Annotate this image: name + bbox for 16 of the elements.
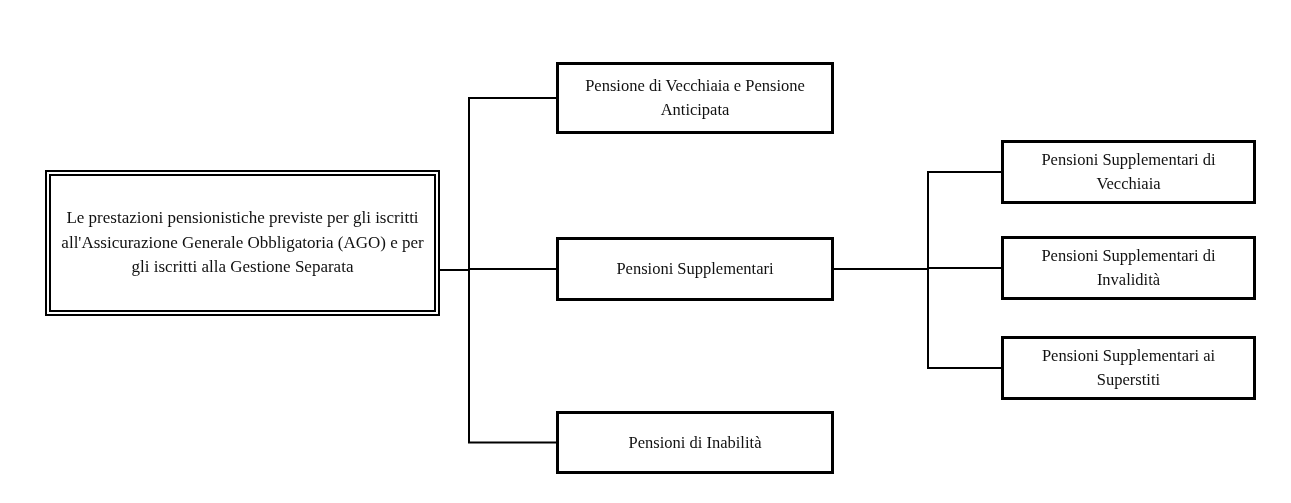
box-text: Pensioni Supplementari bbox=[616, 258, 774, 281]
process-box bbox=[556, 237, 834, 301]
box-text: Pensioni Supplementari di Invalidità bbox=[1040, 245, 1217, 291]
box-text: Pensione di Vecchiaia e Pensione Anticipata bbox=[584, 75, 806, 121]
process-box bbox=[556, 411, 834, 474]
process-box bbox=[1001, 336, 1256, 400]
box-text: Pensioni Supplementari ai Superstiti bbox=[1040, 345, 1217, 391]
box-text: Pensioni di Inabilità bbox=[628, 431, 762, 454]
process-box bbox=[1001, 236, 1256, 300]
process-box bbox=[45, 170, 440, 316]
process-box bbox=[1001, 140, 1256, 204]
connector-line bbox=[833, 268, 1002, 369]
box-text: Le prestazioni pensionistiche previste per gli iscritti all'Assicurazione Generale Obbligatoria (AGO) e per gli iscritti alla Gestione Separata bbox=[61, 207, 424, 279]
connector-line bbox=[439, 269, 557, 444]
box-text: Pensioni Supplementari di Vecchiaia bbox=[1040, 149, 1217, 195]
process-box bbox=[556, 62, 834, 134]
